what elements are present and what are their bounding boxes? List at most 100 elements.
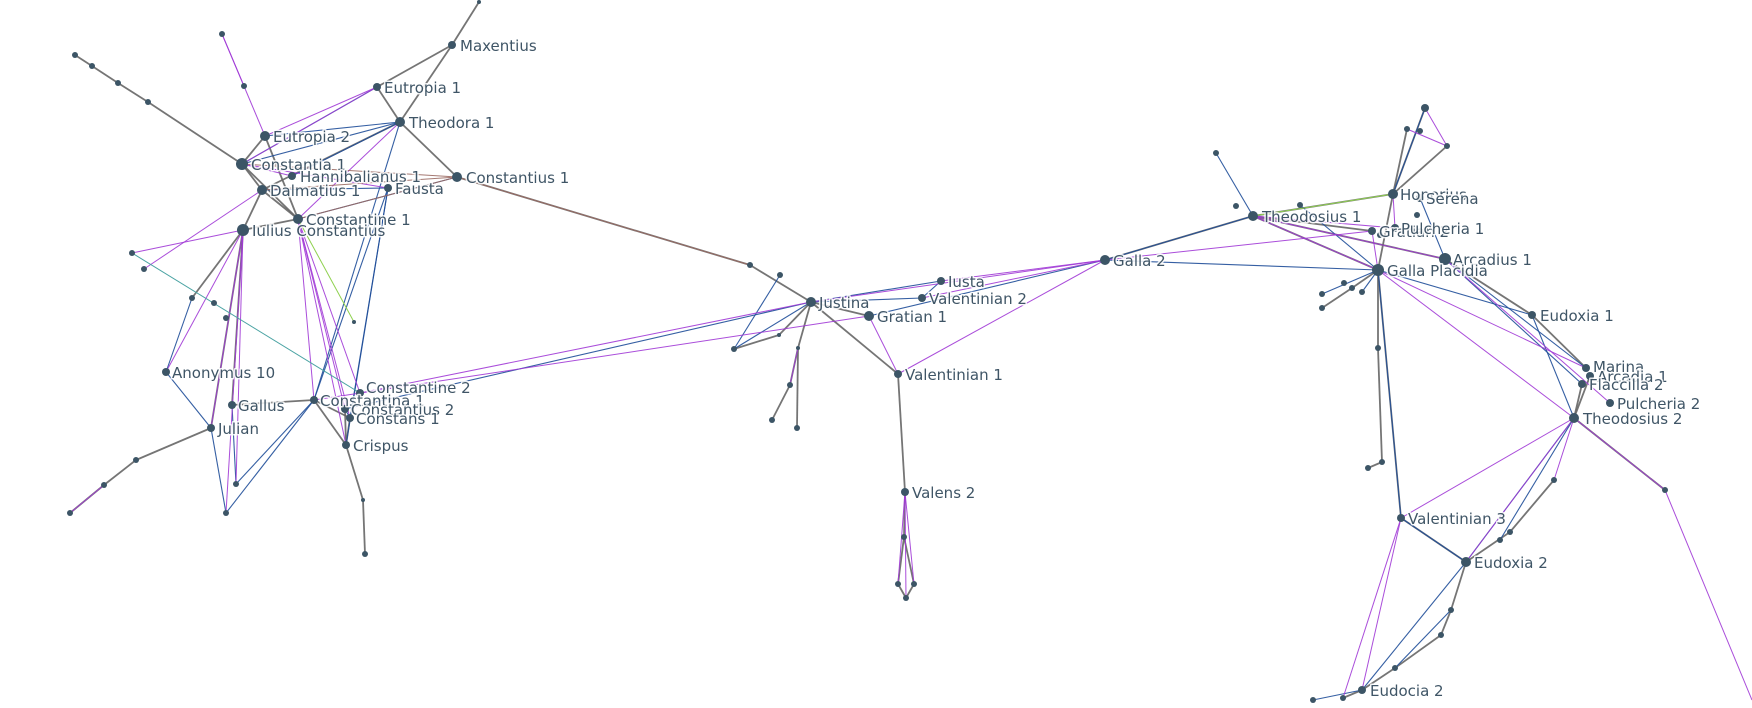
graph-node[interactable]: [362, 551, 368, 557]
graph-node[interactable]: [1417, 128, 1423, 134]
node-theodosius-2[interactable]: [1569, 413, 1579, 423]
graph-node[interactable]: [89, 63, 95, 69]
graph-node[interactable]: [1414, 212, 1420, 218]
node-fausta[interactable]: [384, 184, 392, 192]
graph-node[interactable]: [1438, 632, 1444, 638]
node-arcadius-1[interactable]: [1439, 253, 1451, 265]
node-crispus[interactable]: [342, 441, 350, 449]
graph-node[interactable]: [1551, 477, 1557, 483]
node-maxentius[interactable]: [448, 41, 456, 49]
graph-node[interactable]: [1365, 465, 1371, 471]
graph-node[interactable]: [1404, 126, 1410, 132]
graph-node[interactable]: [911, 581, 917, 587]
graph-node[interactable]: [895, 581, 901, 587]
node-pulcheria-1[interactable]: [1391, 224, 1399, 232]
graph-node[interactable]: [145, 99, 151, 105]
graph-node[interactable]: [1319, 291, 1325, 297]
node-dalmatius-1[interactable]: [257, 185, 267, 195]
node-gratian-1[interactable]: [864, 311, 874, 321]
graph-node[interactable]: [1421, 104, 1429, 112]
graph-node[interactable]: [796, 346, 800, 350]
graph-node[interactable]: [1377, 232, 1383, 238]
graph-node[interactable]: [1297, 202, 1303, 208]
node-justina[interactable]: [806, 297, 816, 307]
graph-node[interactable]: [361, 498, 365, 502]
graph-node[interactable]: [223, 510, 229, 516]
node-theodosius-1[interactable]: [1248, 211, 1258, 221]
graph-node[interactable]: [1233, 203, 1239, 209]
graph-node[interactable]: [747, 262, 753, 268]
graph-node[interactable]: [1349, 285, 1355, 291]
node-serena[interactable]: [1416, 194, 1424, 202]
graph-node[interactable]: [1662, 487, 1668, 493]
graph-node[interactable]: [901, 534, 907, 540]
node-valens-2[interactable]: [901, 488, 909, 496]
node-eudocia-2[interactable]: [1358, 686, 1366, 694]
node-constantia-1[interactable]: [236, 158, 248, 170]
graph-node[interactable]: [129, 250, 135, 256]
node-constantius-1[interactable]: [452, 172, 462, 182]
graph-node[interactable]: [1444, 143, 1450, 149]
graph-node[interactable]: [903, 595, 909, 601]
node-gratian-2[interactable]: [1368, 227, 1376, 235]
graph-node[interactable]: [67, 510, 73, 516]
node-hannibalianus-1[interactable]: [288, 172, 296, 180]
node-eudoxia-2[interactable]: [1461, 557, 1471, 567]
node-galla-2[interactable]: [1100, 255, 1110, 265]
graph-node[interactable]: [141, 266, 147, 272]
graph-node[interactable]: [769, 417, 775, 423]
node-gallus[interactable]: [228, 401, 236, 409]
graph-node[interactable]: [211, 300, 217, 306]
graph-node[interactable]: [1340, 695, 1346, 701]
node-theodora-1[interactable]: [395, 117, 405, 127]
node-valentinian-2[interactable]: [918, 294, 926, 302]
node-eudoxia-1[interactable]: [1528, 311, 1536, 319]
graph-node[interactable]: [731, 346, 737, 352]
graph-node[interactable]: [777, 272, 783, 278]
graph-node[interactable]: [1213, 150, 1219, 156]
graph-node[interactable]: [115, 80, 121, 86]
graph-node[interactable]: [1375, 345, 1381, 351]
graph-node[interactable]: [1392, 665, 1398, 671]
node-honorius[interactable]: [1388, 189, 1398, 199]
node-valentinian-1[interactable]: [894, 370, 902, 378]
graph-node[interactable]: [794, 425, 800, 431]
node-constans-1[interactable]: [346, 414, 354, 422]
graph-node[interactable]: [1319, 305, 1325, 311]
graph-node[interactable]: [352, 320, 356, 324]
node-constantina-1[interactable]: [310, 396, 318, 404]
graph-node[interactable]: [1341, 280, 1347, 286]
node-eutropia-2[interactable]: [260, 131, 270, 141]
node-anonymus-10[interactable]: [162, 368, 170, 376]
graph-node[interactable]: [189, 295, 195, 301]
graph-node[interactable]: [219, 31, 225, 37]
node-galla-placidia[interactable]: [1372, 264, 1384, 276]
node-iulius-constantius[interactable]: [237, 224, 249, 236]
node-constantius-2[interactable]: [341, 405, 349, 413]
graph-node[interactable]: [787, 382, 793, 388]
node-julian[interactable]: [207, 424, 215, 432]
graph-node[interactable]: [1507, 529, 1513, 535]
node-arcadia-1[interactable]: [1586, 372, 1594, 380]
graph-node[interactable]: [1310, 697, 1316, 703]
node-valentinian-3[interactable]: [1397, 514, 1405, 522]
graph-node[interactable]: [777, 333, 781, 337]
graph-node[interactable]: [477, 0, 481, 4]
node-pulcheria-2[interactable]: [1606, 399, 1614, 407]
graph-node[interactable]: [223, 315, 229, 321]
node-marina[interactable]: [1582, 364, 1590, 372]
node-eutropia-1[interactable]: [373, 83, 381, 91]
graph-node[interactable]: [233, 481, 239, 487]
graph-node[interactable]: [1448, 607, 1454, 613]
graph-node[interactable]: [101, 482, 107, 488]
node-constantine-2[interactable]: [356, 389, 364, 397]
graph-node[interactable]: [1359, 289, 1365, 295]
graph-node[interactable]: [241, 83, 247, 89]
node-iusta[interactable]: [937, 277, 945, 285]
graph-node[interactable]: [133, 457, 139, 463]
graph-node[interactable]: [1497, 537, 1503, 543]
node-constantine-1[interactable]: [293, 214, 303, 224]
node-flaccilla-2[interactable]: [1578, 380, 1586, 388]
graph-node[interactable]: [72, 52, 78, 58]
graph-node[interactable]: [1379, 459, 1385, 465]
